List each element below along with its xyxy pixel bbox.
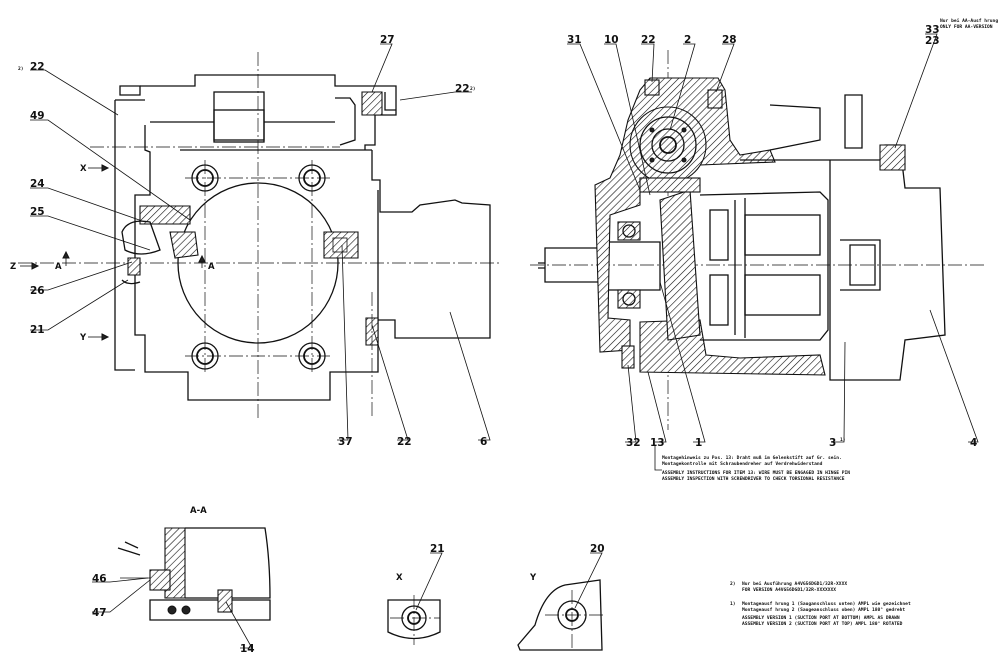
label-22-note-right: 2) [470,86,476,92]
note-item13-en-2: ASSEMBLY INSPECTION WITH SCREWDRIVER TO … [662,476,845,482]
footnote-2-en: FOR VERSION A4VG56DGD1/32R-XXXXXXX [742,587,836,593]
note-aa-de: Nur bei AA-Ausf hrung [940,18,998,24]
label-28: 28 [722,34,737,46]
label-4: 4 [970,437,977,449]
footnote-2-marker: 2) [730,581,736,587]
note-aa-en: ONLY FOR AA-VERSION [940,24,993,30]
label-33: 33 [925,24,940,36]
label-14: 14 [240,643,255,655]
label-25: 25 [30,206,45,218]
label-46: 46 [92,573,107,585]
label-26: 26 [30,285,45,297]
section-aa-view: A-A [117,506,271,621]
label-47: 47 [92,607,107,619]
footnote-1-en-1: ASSEMBLY VERSION 1 (SUCTION PORT AT BOTT… [742,615,900,621]
cut-a-right: A [208,262,215,272]
note-item13-de-1: Montagehinweis zu Pos. 13: Draht muß im … [662,455,842,461]
label-31: 31 [567,34,582,46]
view-x-title: X [396,573,403,583]
view-y-title: Y [529,573,537,583]
label-37: 37 [338,436,353,448]
view-x: X [387,573,441,645]
footnote-1-marker: 1) [730,601,736,607]
label-27: 27 [380,34,395,46]
view-arrows: X Y Z A A [10,164,215,343]
label-10: 10 [604,34,619,46]
label-24: 24 [30,178,45,190]
label-3: 3 [829,437,836,449]
note-item13-en-1: ASSEMBLY INSTRUCTIONS FOR ITEM 13: WIRE … [662,470,850,476]
notes: Nur bei AA-Ausf hrung ONLY FOR AA-VERSIO… [662,18,998,627]
section-view [530,50,985,430]
label-22-top-right: 22 [455,83,470,95]
part-labels: 2) 22 49 24 25 26 21 27 22 2) 37 22 6 31… [18,24,977,655]
arrow-x-label: X [80,164,87,174]
label-32: 32 [626,437,641,449]
label-22-top-left: 22 [30,61,45,73]
label-21-view-x: 21 [430,543,445,555]
label-3-note: 1) [840,437,846,443]
footnote-1-de-1: Montageausf hrung 1 (Sauganschluss unten… [742,601,911,607]
label-22-section: 22 [641,34,656,46]
label-20: 20 [590,543,605,555]
arrow-z-label: Z [10,262,16,272]
label-22-bottom: 22 [397,436,412,448]
section-aa-title: A-A [190,506,207,516]
label-22-note-left: 2) [18,66,24,72]
footnote-1-de-2: Montageausf hrung 2 (Saugeanschluss oben… [742,607,905,613]
label-21-left: 21 [30,324,45,336]
footnote-2-de: Nur bei Ausführung A4VG56DGD1/32R-XXXX [742,581,847,587]
cut-a-left: A [55,262,62,272]
note-item13-de-2: Montagekontrolle mit Schraubendreher auf… [662,461,823,467]
label-49: 49 [30,110,45,122]
arrow-y-label: Y [79,333,87,343]
front-view [18,52,500,420]
label-13: 13 [650,437,665,449]
label-1: 1 [695,437,702,449]
leader-lines [30,33,979,649]
view-y: Y [517,573,605,651]
label-23: 23 [925,35,940,47]
footnote-1-en-2: ASSEMBLY VERSION 2 (SUCTION PORT AT TOP)… [742,621,903,627]
label-6: 6 [480,436,487,448]
label-2: 2 [684,34,691,46]
